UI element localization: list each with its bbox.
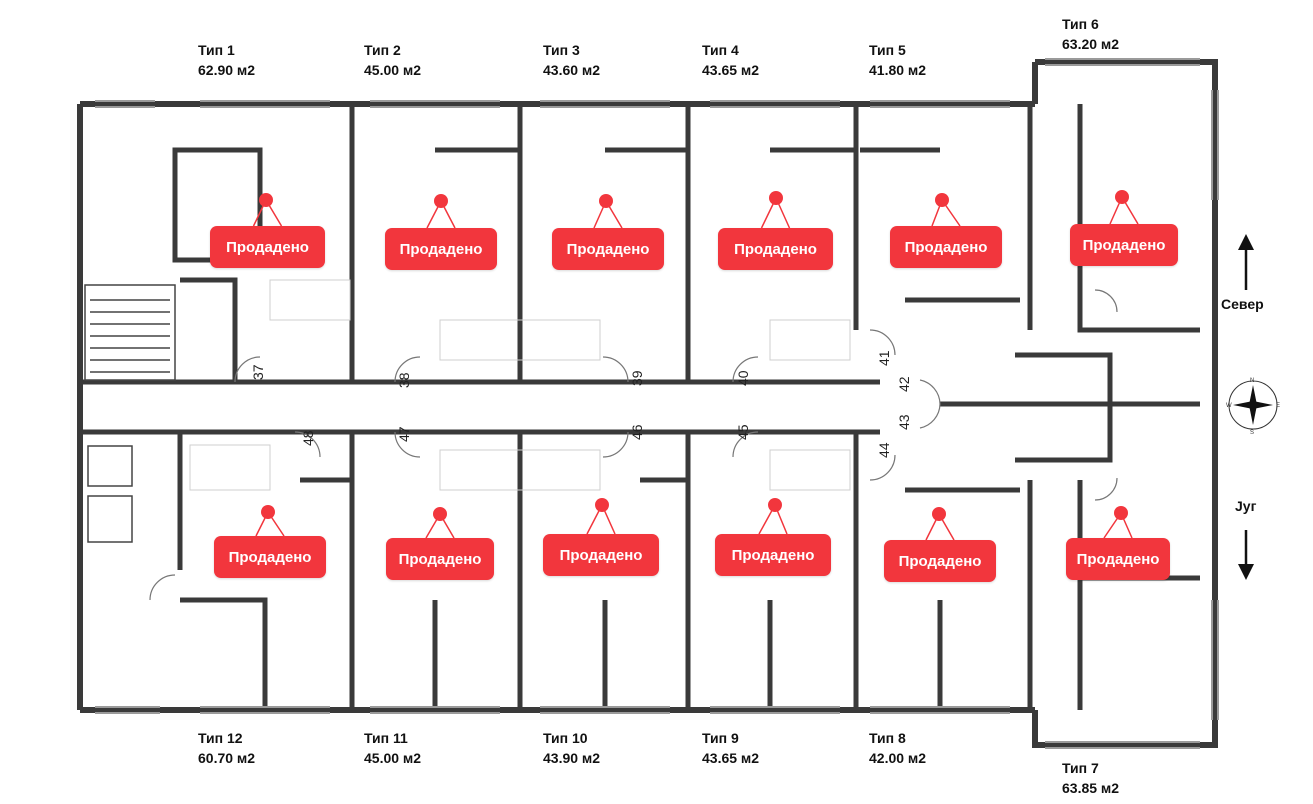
svg-text:W: W: [1226, 403, 1232, 409]
door-number-42: 42: [896, 376, 912, 392]
south-label: Југ: [1235, 498, 1257, 514]
door-number-41: 41: [876, 350, 892, 366]
apartment-type: Тип 3: [543, 42, 580, 58]
apartment-area: 60.70 м2: [198, 750, 256, 766]
apartment-label-7: Тип 7 63.85 м2: [1062, 758, 1182, 798]
door-number-43: 43: [896, 414, 912, 430]
door-number-40: 40: [735, 370, 751, 386]
sold-badge-apartment-2[interactable]: Продадено: [385, 228, 497, 270]
apartment-type: Тип 10: [543, 730, 588, 746]
exterior-walls: [77, 59, 1218, 748]
sold-badge-apartment-6[interactable]: Продадено: [1070, 224, 1178, 266]
sold-badge-apartment-3[interactable]: Продадено: [552, 228, 664, 270]
location-pin-icon: [433, 507, 447, 521]
door-number-47: 47: [396, 426, 412, 442]
apartment-label-5: Тип 5 41.80 м2: [869, 40, 989, 80]
windows: [95, 58, 1219, 749]
north-label: Север: [1221, 296, 1264, 312]
sold-badge-apartment-7[interactable]: Продадено: [1066, 538, 1170, 580]
apartment-area: 45.00 м2: [364, 62, 422, 78]
location-pin-icon: [932, 507, 946, 521]
apartment-area: 43.60 м2: [543, 62, 601, 78]
interior-walls: [80, 104, 1200, 710]
location-pin-icon: [769, 191, 783, 205]
apartment-type: Тип 5: [869, 42, 906, 58]
apartment-area: 43.65 м2: [702, 62, 760, 78]
apartment-label-11: Тип 11 45.00 м2: [364, 728, 484, 768]
sold-badge-apartment-9[interactable]: Продадено: [715, 534, 831, 576]
north-arrow-icon: [1238, 234, 1254, 290]
sold-badge-apartment-11[interactable]: Продадено: [386, 538, 494, 580]
sold-badge-apartment-8[interactable]: Продадено: [884, 540, 996, 582]
apartment-label-3: Тип 3 43.60 м2: [543, 40, 663, 80]
apartment-type: Тип 8: [869, 730, 906, 746]
apartment-type: Тип 9: [702, 730, 739, 746]
apartment-type: Тип 1: [198, 42, 235, 58]
apartment-label-9: Тип 9 43.65 м2: [702, 728, 822, 768]
door-number-44: 44: [876, 442, 892, 458]
location-pin-icon: [768, 498, 782, 512]
apartment-area: 42.00 м2: [869, 750, 927, 766]
apartment-area: 62.90 м2: [198, 62, 256, 78]
svg-text:N: N: [1250, 378, 1254, 384]
location-pin-icon: [261, 505, 275, 519]
sold-badge-apartment-4[interactable]: Продадено: [718, 228, 833, 270]
door-number-37: 37: [250, 364, 266, 380]
apartment-area: 63.20 м2: [1062, 36, 1120, 52]
apartment-label-4: Тип 4 43.65 м2: [702, 40, 822, 80]
sold-badge-apartment-1[interactable]: Продадено: [210, 226, 325, 268]
apartment-label-6: Тип 6 63.20 м2: [1062, 14, 1182, 54]
door-number-45: 45: [735, 424, 751, 440]
location-pin-icon: [259, 193, 273, 207]
sold-badge-apartment-12[interactable]: Продадено: [214, 536, 326, 578]
apartment-label-8: Тип 8 42.00 м2: [869, 728, 989, 768]
svg-text:S: S: [1250, 430, 1254, 436]
door-number-46: 46: [629, 424, 645, 440]
sold-badge-apartment-5[interactable]: Продадено: [890, 226, 1002, 268]
location-pin-icon: [595, 498, 609, 512]
door-number-39: 39: [629, 370, 645, 386]
location-pin-icon: [434, 194, 448, 208]
compass-icon: N S W E: [1226, 378, 1280, 436]
stairwell: [84, 284, 176, 543]
door-number-48: 48: [300, 430, 316, 446]
doors: [149, 289, 1118, 601]
location-pin-icon: [1115, 190, 1129, 204]
sold-badge-apartment-10[interactable]: Продадено: [543, 534, 659, 576]
location-pin-icon: [1114, 506, 1128, 520]
apartment-area: 43.65 м2: [702, 750, 760, 766]
svg-text:E: E: [1276, 403, 1280, 409]
location-pin-icon: [599, 194, 613, 208]
apartment-type: Тип 11: [364, 730, 408, 746]
apartment-type: Тип 6: [1062, 16, 1099, 32]
apartment-area: 41.80 м2: [869, 62, 927, 78]
apartment-type: Тип 4: [702, 42, 739, 58]
south-arrow-icon: [1238, 530, 1254, 580]
apartment-type: Тип 12: [198, 730, 243, 746]
apartment-area: 45.00 м2: [364, 750, 422, 766]
door-number-38: 38: [396, 372, 412, 388]
location-pin-icon: [935, 193, 949, 207]
apartment-area: 43.90 м2: [543, 750, 601, 766]
tile-grids: [189, 279, 851, 491]
door-number-group: 37 38 39 40 41 42 43 44 45 46 47 48: [250, 350, 912, 458]
apartment-type: Тип 2: [364, 42, 401, 58]
apartment-type: Тип 7: [1062, 760, 1099, 776]
apartment-label-10: Тип 10 43.90 м2: [543, 728, 663, 768]
apartment-label-1: Тип 1 62.90 м2: [198, 40, 318, 80]
apartment-area: 63.85 м2: [1062, 780, 1120, 796]
apartment-label-2: Тип 2 45.00 м2: [364, 40, 484, 80]
apartment-label-12: Тип 12 60.70 м2: [198, 728, 318, 768]
